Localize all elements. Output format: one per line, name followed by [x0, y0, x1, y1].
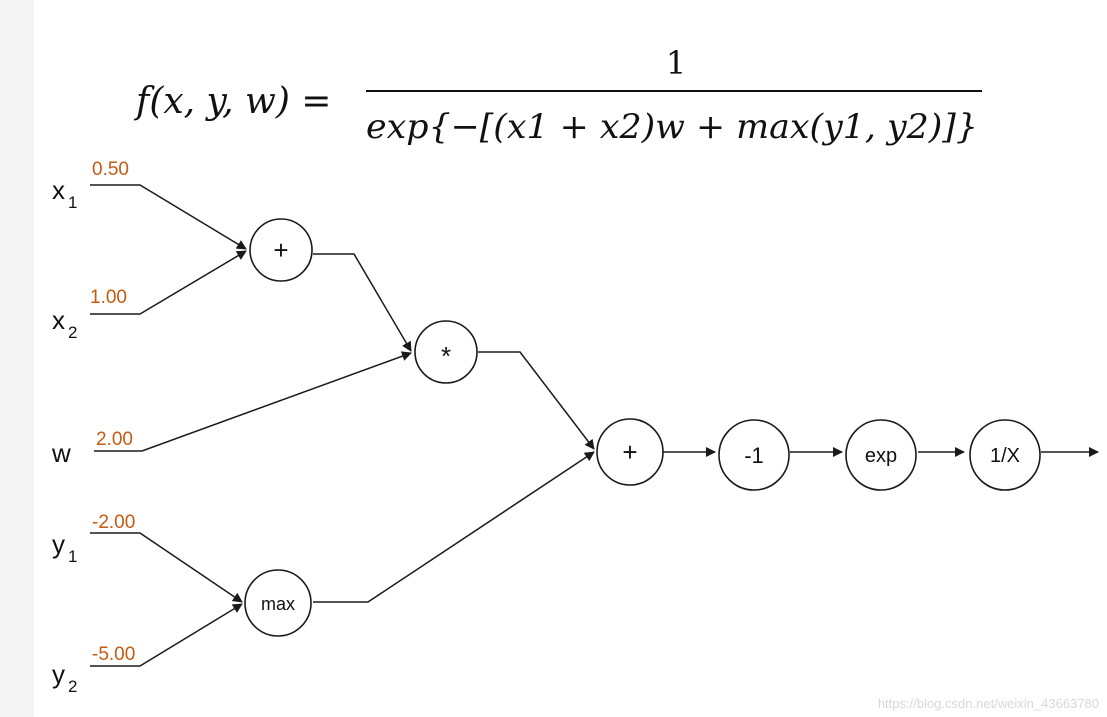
input-y1-value: -2.00 — [92, 512, 135, 533]
node-add1-label: + — [273, 235, 288, 265]
edge-add-to-mul — [313, 253, 412, 352]
node-add1: + — [249, 218, 313, 282]
input-x2-value: 1.00 — [90, 287, 127, 308]
node-exp: exp — [845, 419, 917, 491]
input-w-symbol: w — [51, 438, 71, 468]
formula-numerator: 1 — [666, 44, 686, 82]
input-x1-subscript: 1 — [68, 193, 77, 212]
input-x2: x 2 1.00 — [52, 287, 127, 342]
node-mul-label: * — [441, 341, 451, 371]
input-w-value: 2.00 — [96, 429, 133, 450]
node-neg: -1 — [718, 419, 790, 491]
edge-x2-to-add — [90, 250, 247, 315]
node-max-label: max — [261, 594, 295, 614]
node-exp-circle — [845, 419, 917, 491]
edge-x1-to-add — [90, 184, 247, 250]
node-neg-circle — [718, 419, 790, 491]
left-margin-strip — [0, 0, 34, 717]
edges — [90, 184, 1099, 667]
node-neg-label: -1 — [744, 443, 764, 468]
input-y2-subscript: 2 — [68, 677, 77, 696]
formula: f(x, y, w) = 1 exp{−[(x1 + x2)w + max(y1… — [133, 44, 982, 147]
node-exp-label: exp — [865, 445, 897, 467]
input-y1-symbol: y — [52, 529, 65, 559]
edge-w-to-mul — [94, 351, 412, 452]
edge-y1-to-max — [90, 532, 243, 603]
edge-max-to-add2 — [313, 451, 595, 603]
node-add2-circle — [596, 418, 664, 486]
node-add2-label: + — [622, 437, 637, 467]
node-max-circle — [244, 569, 312, 637]
input-x1-symbol: x — [52, 175, 65, 205]
input-x1-value: 0.50 — [92, 159, 129, 180]
node-add2: + — [596, 418, 664, 486]
watermark: https://blog.csdn.net/weixin_43663780 — [877, 696, 1099, 711]
input-x1: x 1 0.50 — [52, 159, 129, 212]
input-y2-symbol: y — [52, 659, 65, 689]
edge-y2-to-max — [90, 603, 243, 667]
input-y1: y 1 -2.00 — [52, 512, 135, 566]
input-x2-symbol: x — [52, 305, 65, 335]
node-inv: 1/X — [969, 419, 1041, 491]
node-inv-label: 1/X — [990, 445, 1020, 467]
input-y2: y 2 -5.00 — [52, 644, 135, 696]
formula-lhs: f(x, y, w) = — [133, 81, 331, 122]
formula-denominator: exp{−[(x1 + x2)w + max(y1, y2)]} — [366, 107, 978, 147]
input-x2-subscript: 2 — [68, 323, 77, 342]
node-max: max — [244, 569, 312, 637]
node-mul-circle — [414, 320, 478, 384]
node-add1-circle — [249, 218, 313, 282]
input-y2-value: -5.00 — [92, 644, 135, 665]
input-w: w 2.00 — [51, 429, 133, 468]
edge-mul-to-add2 — [478, 351, 595, 450]
node-mul: * — [414, 320, 478, 384]
input-y1-subscript: 1 — [68, 547, 77, 566]
node-inv-circle — [969, 419, 1041, 491]
